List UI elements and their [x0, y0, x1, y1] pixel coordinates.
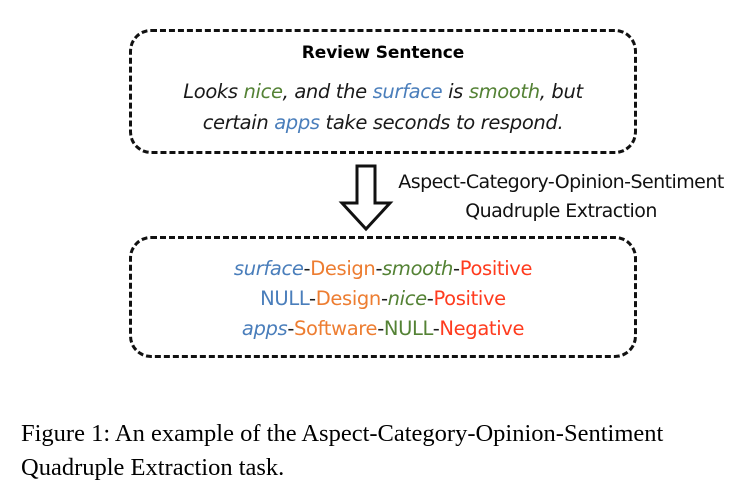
review-token-aspect-3: surface — [372, 80, 443, 103]
review-token-opinion-1: nice — [243, 80, 283, 103]
review-token-plain-2: , and the — [282, 80, 373, 103]
quad-aspect-value: NULL — [260, 287, 310, 310]
review-sentence-box: Review Sentence Looks nice, and the surf… — [129, 29, 637, 154]
quad-separator: - — [287, 317, 295, 340]
quad-category-value: Design — [310, 257, 376, 280]
quad-category-value: Software — [294, 317, 378, 340]
transformation-label: Aspect-Category-Opinion-Sentiment Quadru… — [376, 168, 746, 226]
quad-separator: - — [377, 317, 384, 340]
quad-sentiment-value: Positive — [459, 257, 533, 280]
review-sentence-text: Looks nice, and the surface is smooth, b… — [146, 76, 620, 138]
review-token-aspect-1: apps — [274, 111, 320, 134]
review-token-plain-0: certain — [202, 111, 275, 134]
quad-separator: - — [426, 287, 434, 310]
review-token-opinion-5: smooth — [468, 80, 540, 103]
quad-category-value: Design — [315, 287, 382, 310]
review-sentence-line-2: certain apps take seconds to respond. — [146, 107, 620, 138]
review-token-plain-0: Looks — [183, 80, 244, 103]
quad-separator: - — [309, 287, 316, 310]
quad-separator: - — [453, 257, 460, 280]
figure-caption: Figure 1: An example of the Aspect-Categ… — [21, 420, 664, 481]
review-token-plain-2: take seconds to respond. — [319, 111, 564, 134]
transformation-label-line-1: Aspect-Category-Opinion-Sentiment — [398, 171, 724, 193]
quadruple-row: NULL-Design-nice-Positive — [132, 284, 634, 314]
quadruple-row: surface-Design-smooth-Positive — [132, 254, 634, 284]
quadruple-row: apps-Software-NULL-Negative — [132, 314, 634, 344]
quad-separator: - — [380, 287, 388, 310]
quad-opinion-value: NULL — [383, 317, 433, 340]
quad-sentiment-value: Positive — [433, 287, 506, 310]
transformation-label-line-2: Quadruple Extraction — [465, 200, 657, 222]
quad-sentiment-value: Negative — [439, 317, 525, 340]
down-block-arrow-icon — [337, 164, 395, 232]
quad-aspect-value: surface — [233, 257, 304, 280]
review-sentence-title: Review Sentence — [301, 43, 465, 63]
quad-aspect-value: apps — [241, 317, 288, 340]
quad-separator: - — [432, 317, 440, 340]
review-sentence-line-1: Looks nice, and the surface is smooth, b… — [183, 80, 583, 103]
quad-opinion-value: nice — [387, 287, 427, 310]
review-token-plain-4: is — [442, 80, 469, 103]
quad-separator: - — [375, 257, 383, 280]
review-token-plain-6: , but — [539, 80, 583, 103]
quad-opinion-value: smooth — [382, 257, 454, 280]
quad-separator: - — [303, 257, 311, 280]
